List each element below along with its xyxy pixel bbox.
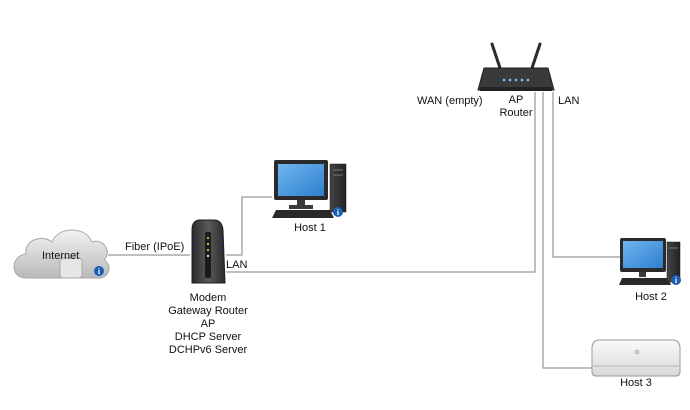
internet-cloud[interactable]: i [13,229,110,279]
info-icon[interactable] [671,275,681,285]
router-wan-label: WAN (empty) [417,95,483,107]
desktop-computer-icon [272,160,347,218]
host2-computer[interactable]: i [619,238,681,285]
info-icon[interactable] [333,207,343,217]
modem-label: Modem Gateway Router AP DHCP Server DCHP… [148,292,268,357]
svg-text:i: i [98,267,101,276]
desktop-computer-icon [619,238,681,285]
modem-label-line: DCHPv6 Server [168,344,248,356]
host1-computer[interactable]: i [272,160,347,218]
modem-label-line: AP [200,318,216,330]
host1-label: Host 1 [294,222,326,234]
router-host2-link [552,92,620,258]
modem-label-line: DHCP Server [174,331,242,343]
cloud-icon [13,229,110,279]
connection-lines [108,92,620,369]
modem-lan-label: LAN [226,259,248,271]
host3-label: Host 3 [620,377,652,389]
router-host3-link [542,92,592,369]
host3-mini-server[interactable] [591,339,681,377]
internet-label: Internet [42,250,80,262]
modem[interactable] [191,219,226,284]
router-label-line: Router [499,107,533,119]
svg-text:i: i [675,276,678,285]
router-lan-label: LAN [558,95,580,107]
modem-label-line: Modem [189,292,227,304]
modem-label-line: Gateway Router [168,305,248,317]
host2-label: Host 2 [635,291,667,303]
router-label: AP Router [490,94,542,120]
router-label-line: AP [508,94,524,106]
mini-server-icon [591,339,681,377]
fiber-link-label: Fiber (IPoE) [125,241,185,253]
info-icon[interactable] [94,266,104,276]
ap-router[interactable] [477,42,555,91]
svg-text:i: i [337,208,340,217]
wifi-router-icon [477,42,555,91]
host1-link [226,196,272,256]
modem-router-link [226,92,536,273]
cloud-window [59,257,83,279]
